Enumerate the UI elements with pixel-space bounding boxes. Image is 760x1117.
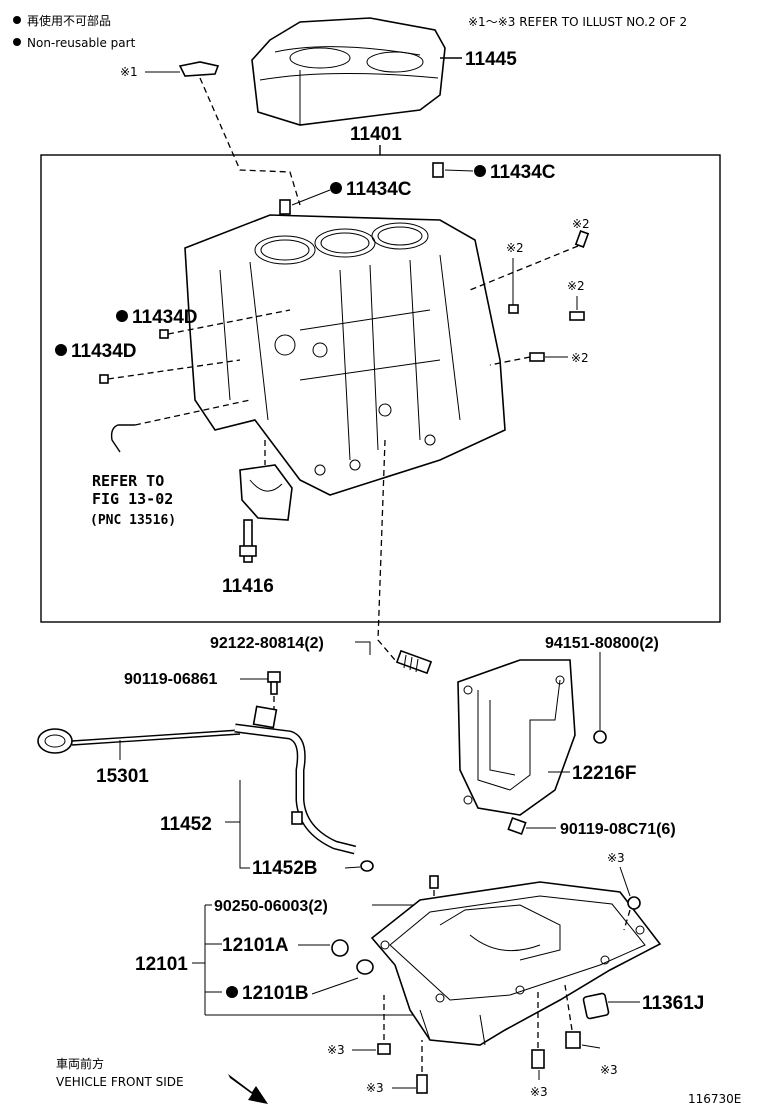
legend-en: Non-reusable part bbox=[27, 36, 136, 50]
refer-hose bbox=[110, 424, 135, 453]
bolt-ref3-b bbox=[377, 1043, 391, 1055]
label-11452b: 11452B bbox=[252, 858, 318, 879]
label-11434c-a: 11434C bbox=[346, 179, 412, 200]
bolt-ref3-e bbox=[565, 1031, 581, 1049]
plug-11434c-a bbox=[279, 199, 291, 215]
label-92122: 92122-80814(2) bbox=[210, 635, 324, 652]
stiffening-plate bbox=[457, 659, 576, 816]
bolt-90119-06861 bbox=[267, 671, 281, 683]
ref3-label-c: ※3 bbox=[366, 1081, 384, 1095]
label-12101: 12101 bbox=[135, 954, 188, 975]
clip-part bbox=[178, 61, 220, 77]
pin-b bbox=[508, 304, 519, 314]
label-11434d-a: 11434D bbox=[132, 307, 198, 328]
refer-note: ※1～※3 REFER TO ILLUST NO.2 OF 2 bbox=[468, 15, 687, 29]
ref2-label-b: ※2 bbox=[506, 241, 524, 255]
label-15301: 15301 bbox=[96, 766, 149, 787]
label-11416: 11416 bbox=[222, 576, 274, 597]
ref3-label-e: ※3 bbox=[600, 1063, 618, 1077]
oil-dipstick bbox=[37, 728, 241, 754]
label-94151: 94151-80800(2) bbox=[545, 635, 659, 652]
ref3-label-d: ※3 bbox=[530, 1085, 548, 1099]
label-90250: 90250-06003(2) bbox=[214, 898, 328, 915]
label-12101a: 12101A bbox=[222, 935, 289, 956]
stud-90250 bbox=[429, 875, 439, 889]
ref1-label: ※1 bbox=[120, 65, 138, 79]
ref2-label-d: ※2 bbox=[571, 351, 589, 365]
label-90119-08c71: 90119-08C71(6) bbox=[560, 821, 676, 838]
front-arrow-icon bbox=[228, 1074, 268, 1104]
gasket-12101b bbox=[356, 959, 374, 975]
ref3-label-a: ※3 bbox=[607, 851, 625, 865]
non-reusable-dot-icon bbox=[330, 182, 342, 194]
stud-bolt bbox=[395, 649, 433, 675]
non-reusable-dot-icon bbox=[116, 310, 128, 322]
label-12216f: 12216F bbox=[572, 763, 636, 784]
label-11434d-b: 11434D bbox=[71, 341, 137, 362]
refer-line2: FIG 13-02 bbox=[92, 490, 173, 508]
ref2-label-a: ※2 bbox=[572, 217, 590, 231]
bearing-cap bbox=[239, 464, 293, 521]
non-reusable-dot-icon bbox=[226, 986, 238, 998]
front-en: VEHICLE FRONT SIDE bbox=[56, 1075, 184, 1089]
cover-11361j bbox=[582, 992, 610, 1020]
plug-11434d-a bbox=[159, 329, 169, 339]
label-11361j: 11361J bbox=[642, 993, 704, 1014]
label-11401: 11401 bbox=[350, 124, 402, 145]
plug-11434d-b bbox=[99, 374, 109, 384]
illustration-id: 116730E bbox=[688, 1092, 741, 1106]
label-12101b: 12101B bbox=[242, 983, 309, 1004]
pin-d bbox=[529, 352, 545, 362]
ref2-label-c: ※2 bbox=[567, 279, 585, 293]
ref3-label-b: ※3 bbox=[327, 1043, 345, 1057]
bolt-90119-08c71 bbox=[507, 816, 527, 836]
oil-level-gauge-guide bbox=[234, 705, 357, 855]
bolt-shank bbox=[270, 681, 278, 695]
bolt-ref3-d bbox=[531, 1049, 545, 1069]
non-reusable-dot-icon bbox=[55, 344, 67, 356]
oil-pan bbox=[370, 881, 662, 1046]
non-reusable-dot-icon bbox=[13, 16, 21, 24]
refer-line1: REFER TO bbox=[92, 472, 164, 490]
pin-c bbox=[569, 311, 585, 321]
plug-11434c-b bbox=[432, 162, 444, 178]
refer-line3: (PNC 13516) bbox=[90, 513, 176, 528]
bolt-11416 bbox=[243, 519, 253, 563]
bolt-ref3-a bbox=[627, 896, 641, 910]
drain-plug-12101a bbox=[331, 939, 349, 957]
cylinder-block-cover bbox=[251, 17, 446, 126]
bolt-head bbox=[239, 545, 257, 557]
cylinder-block-frame bbox=[40, 154, 721, 623]
legend-jp: 再使用不可部品 bbox=[27, 13, 111, 28]
cylinder-block bbox=[184, 214, 506, 496]
non-reusable-dot-icon bbox=[13, 38, 21, 46]
label-11445: 11445 bbox=[465, 49, 517, 70]
front-jp: 車両前方 bbox=[56, 1056, 104, 1071]
non-reusable-dot-icon bbox=[474, 165, 486, 177]
label-90119-06861: 90119-06861 bbox=[124, 671, 218, 688]
bolt-ref3-c bbox=[416, 1074, 428, 1094]
label-11434c-b: 11434C bbox=[490, 162, 556, 183]
o-ring-11452b bbox=[360, 860, 374, 872]
label-11452: 11452 bbox=[160, 814, 212, 835]
pin-a bbox=[574, 230, 590, 248]
nut-94151 bbox=[593, 730, 607, 744]
